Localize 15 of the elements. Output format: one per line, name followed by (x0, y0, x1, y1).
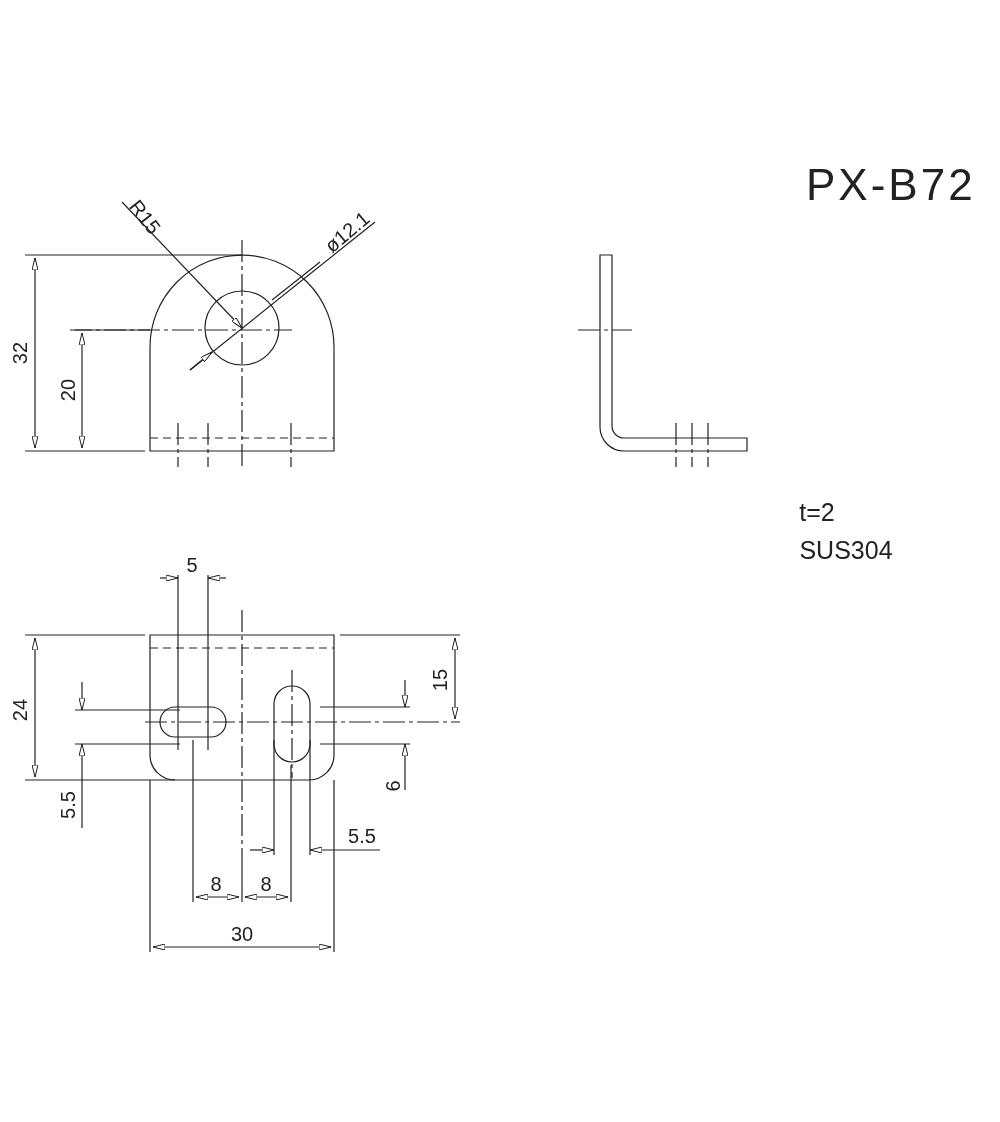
dimension-label: 24 (10, 698, 30, 722)
spec-note: SUS304 (799, 537, 893, 563)
dimension-label: 6 (383, 780, 403, 792)
dimension-label: 32 (10, 341, 30, 365)
spec-note: t=2 (799, 499, 835, 525)
dimension-label: 5 (186, 555, 198, 575)
dimension-label: 5.5 (58, 791, 78, 819)
part-number-title: PX-B72 (806, 160, 976, 210)
dimension-label: 15 (430, 668, 450, 692)
dimension-label: 5.5 (348, 826, 376, 846)
dimension-label: 20 (58, 378, 78, 402)
dimension-label: R15 (125, 196, 165, 238)
dimension-label: 8 (260, 874, 272, 894)
dimension-label: 30 (230, 924, 254, 944)
dimension-label: 8 (210, 874, 222, 894)
